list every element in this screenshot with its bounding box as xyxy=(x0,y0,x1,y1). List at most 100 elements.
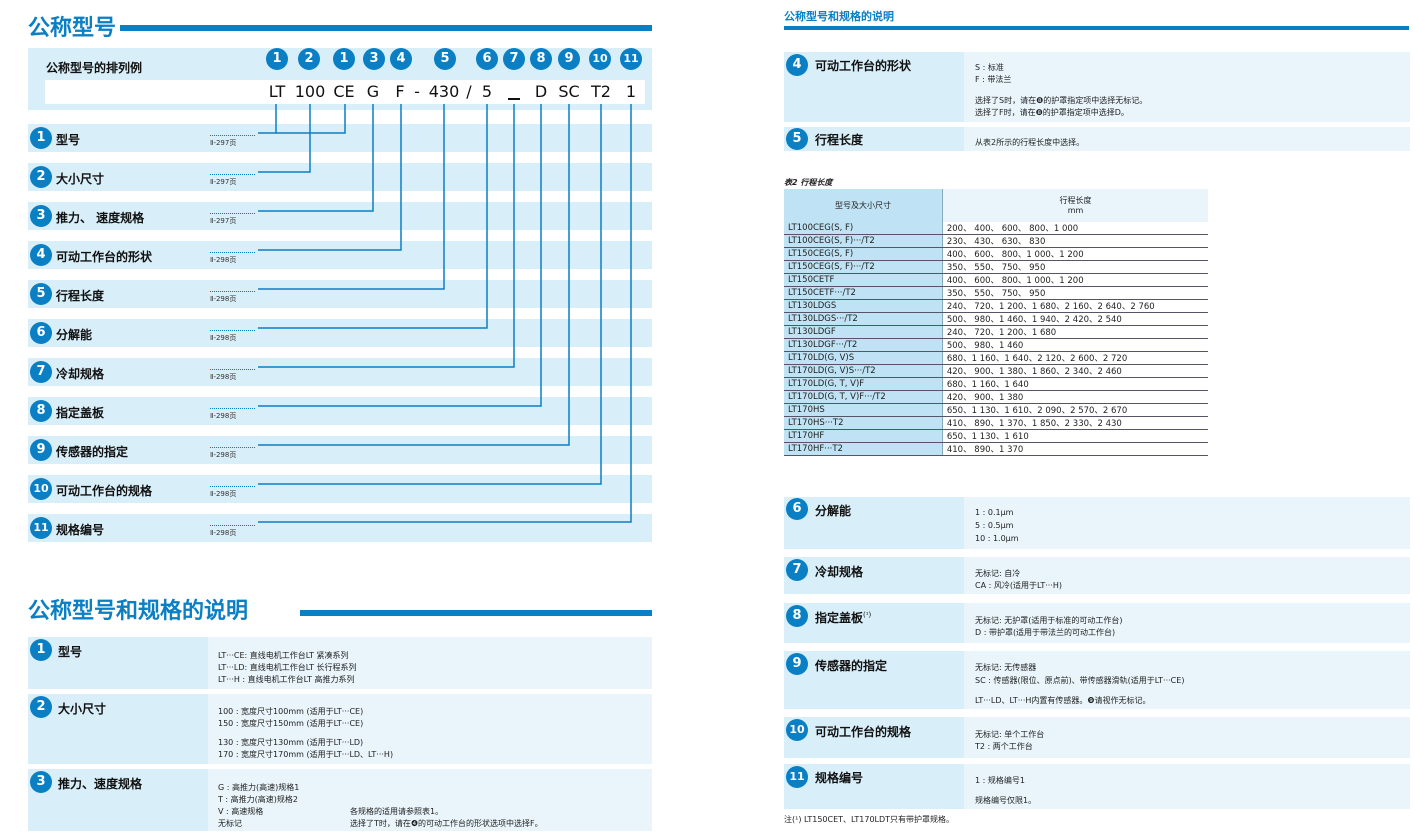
desc-line: G : 高推力(高速)规格1 xyxy=(218,783,300,792)
desc-label-bg xyxy=(28,637,208,689)
table-cell-stroke: 230、 430、 630、 830 xyxy=(942,234,1208,248)
code-num-badge: 7 xyxy=(503,48,525,70)
table-cell-stroke: 350、 550、 750、 950 xyxy=(942,260,1208,274)
model-row xyxy=(28,397,652,425)
page-reference-link[interactable]: Ⅱ-298页 xyxy=(210,486,255,499)
sect-body-bg xyxy=(964,717,1410,758)
desc-label: 型号 xyxy=(58,645,83,659)
page-reference-link[interactable]: Ⅱ-298页 xyxy=(210,447,255,460)
table-cell-model: LT170LD(G, T, V)F···/T2 xyxy=(784,390,943,404)
row-badge: 9 xyxy=(30,439,52,461)
table-cell-stroke: 650、1 130、1 610、2 090、2 570、2 670 xyxy=(942,403,1208,417)
page-reference-link[interactable]: Ⅱ-298页 xyxy=(210,408,255,421)
table-cell-model: LT170HF···T2 xyxy=(784,442,943,456)
page-reference-link[interactable]: Ⅱ-297页 xyxy=(210,135,255,148)
code-num-badge: 1 xyxy=(333,48,355,70)
title-nominal-model: 公称型号 xyxy=(28,16,117,41)
sect-badge: 8 xyxy=(786,605,808,627)
desc-body-bg xyxy=(208,769,652,831)
page-reference-link[interactable]: Ⅱ-298页 xyxy=(210,525,255,538)
blank-underscore xyxy=(508,98,520,100)
table-cell-stroke: 500、 980、1 460 xyxy=(942,338,1208,352)
code-num-badge: 9 xyxy=(558,48,580,70)
sect-label-bg xyxy=(784,52,964,122)
sect-body-bg xyxy=(964,557,1410,594)
connector-lines xyxy=(258,104,632,523)
page-reference-link[interactable]: Ⅱ-297页 xyxy=(210,213,255,226)
row-badge: 5 xyxy=(30,283,52,305)
desc-badge: 3 xyxy=(30,771,52,793)
footnote: 注(¹) LT150CET、LT170LDT只有带护罩规格。 xyxy=(784,815,955,824)
table-cell-model: LT170LD(G, V)S xyxy=(784,351,943,365)
desc-badge: 2 xyxy=(30,696,52,718)
page-reference-link[interactable]: Ⅱ-298页 xyxy=(210,291,255,304)
desc-body-bg xyxy=(208,694,652,764)
row-badge: 3 xyxy=(30,205,52,227)
model-row xyxy=(28,514,652,542)
model-row xyxy=(28,475,652,503)
page-reference-link[interactable]: Ⅱ-298页 xyxy=(210,330,255,343)
model-row xyxy=(28,124,652,152)
title-bar xyxy=(120,25,652,31)
code-part: 100 xyxy=(294,82,326,101)
row-badge: 2 xyxy=(30,166,52,188)
table-cell-stroke: 200、 400、 600、 800、1 000 xyxy=(942,222,1208,235)
page-reference-link[interactable]: Ⅱ-297页 xyxy=(210,174,255,187)
table-cell-model: LT150CETF xyxy=(784,273,943,287)
sect-line: 无标记: 单个工作台 xyxy=(975,730,1045,739)
row-label: 传感器的指定 xyxy=(56,445,129,459)
table-cell-stroke: 400、 600、 800、1 000、1 200 xyxy=(942,273,1208,287)
code-num-badge: 2 xyxy=(298,48,320,70)
code-part: / xyxy=(466,82,472,101)
sect-label-bg xyxy=(784,127,964,151)
table-cell-stroke: 410、 890、1 370、1 850、2 330、2 430 xyxy=(942,416,1208,430)
sect-line: SC : 传感器(限位、原点前)、带传感器滑轨(适用于LT···CE) xyxy=(975,676,1185,685)
page-reference-link[interactable]: Ⅱ-298页 xyxy=(210,252,255,265)
desc-line: V : 高速规格 xyxy=(218,807,264,816)
sect-label-bg xyxy=(784,651,964,709)
desc-line: 130 : 宽度尺寸130mm (适用于LT···LD) xyxy=(218,738,364,747)
sect-body-bg xyxy=(964,497,1410,549)
title-explanation: 公称型号和规格的说明 xyxy=(28,599,249,624)
table-cell-model: LT100CEG(S, F) xyxy=(784,222,943,235)
row-badge: 10 xyxy=(30,478,52,500)
sect-label: 可动工作台的形状 xyxy=(815,59,912,73)
table-cell-model: LT170HF xyxy=(784,429,943,443)
sect-line: 无标记: 无传感器 xyxy=(975,663,1037,672)
sect-line: 选择了F时，请在❽的护罩指定项中选择D。 xyxy=(975,108,1129,117)
sect-badge: 4 xyxy=(786,54,808,76)
desc-label: 推力、速度规格 xyxy=(58,777,143,791)
page-reference-link[interactable]: Ⅱ-298页 xyxy=(210,369,255,382)
table-cell-model: LT100CEG(S, F)···/T2 xyxy=(784,234,943,248)
sect-label-bg xyxy=(784,764,964,809)
code-part: SC xyxy=(558,82,580,101)
table-cell-model: LT170LD(G, V)S···/T2 xyxy=(784,364,943,378)
model-row xyxy=(28,241,652,269)
desc-note: 选择了T时，请在❹的可动工作台的形状选项中选择F。 xyxy=(350,819,543,828)
row-label: 规格编号 xyxy=(56,523,105,537)
sect-label-text: 指定盖板 xyxy=(815,611,864,625)
example-label: 公称型号的排列例 xyxy=(46,61,143,75)
row-label: 大小尺寸 xyxy=(56,172,105,186)
example-code-box xyxy=(45,80,645,104)
sect-label: 规格编号 xyxy=(815,771,864,785)
sect-label-bg xyxy=(784,717,964,758)
desc-line: 150 : 宽度尺寸150mm (适用于LT···CE) xyxy=(218,719,364,728)
sect-badge: 11 xyxy=(786,766,808,788)
row-label: 行程长度 xyxy=(56,289,105,303)
sect-label-bg xyxy=(784,603,964,643)
model-row xyxy=(28,280,652,308)
desc-line: 无标记 xyxy=(218,819,242,828)
desc-badge: 1 xyxy=(30,639,52,661)
right-header-bar xyxy=(784,26,1409,30)
table-cell-stroke: 240、 720、1 200、1 680、2 160、2 640、2 760 xyxy=(942,299,1208,313)
code-part: LT xyxy=(268,82,286,101)
table-row: LT100CEG(S, F)200、 400、 600、 800、1 000 xyxy=(784,222,1208,235)
